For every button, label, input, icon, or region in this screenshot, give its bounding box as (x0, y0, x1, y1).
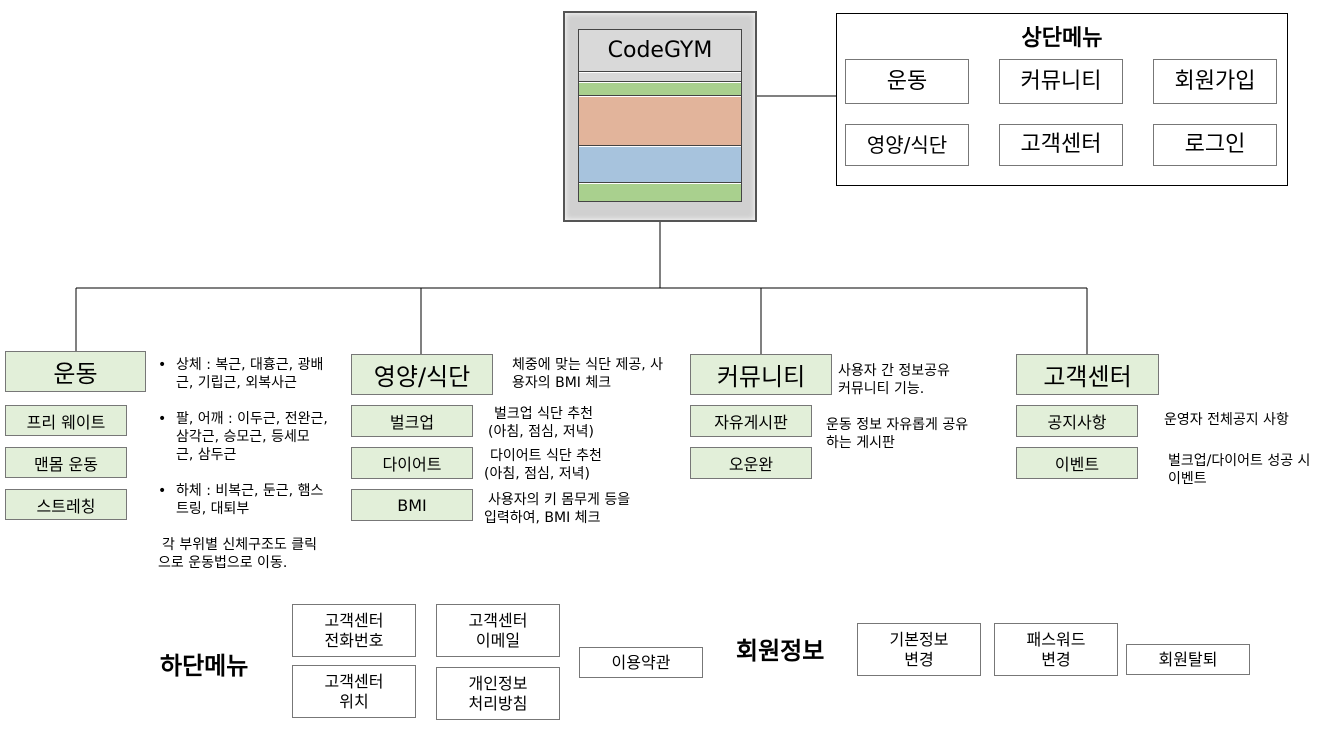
nutrition-bulkup-desc: 벌크업 식단 추천 (아침, 점심, 저녁) (488, 405, 594, 441)
box-line: 전화번호 (324, 630, 384, 650)
box-line: 이메일 (475, 630, 521, 650)
member-info-basic[interactable]: 기본정보 변경 (857, 623, 981, 676)
bottom-menu-title: 하단메뉴 (160, 652, 249, 680)
top-menu-login[interactable]: 로그인 (1153, 124, 1277, 166)
box-line: 기본정보 (889, 629, 949, 649)
nutrition-title-box[interactable]: 영양/식단 (351, 354, 493, 395)
nutrition-diet-desc: 다이어트 식단 추천 (아침, 점심, 저녁) (484, 447, 602, 483)
member-info-title: 회원정보 (736, 637, 825, 665)
nutrition-bulkup[interactable]: 벌크업 (351, 405, 473, 437)
bottom-menu-terms[interactable]: 이용약관 (579, 647, 703, 678)
desc-line: 벌크업 식단 추천 (494, 406, 594, 422)
note-line: 트링, 대퇴부 (176, 501, 250, 517)
note-line: 근, 기립근, 외복사근 (176, 375, 297, 391)
top-menu-signup[interactable]: 회원가입 (1153, 59, 1277, 104)
top-menu-community[interactable]: 커뮤니티 (999, 59, 1123, 104)
home-page-wireframe: CodeGYM (563, 11, 757, 222)
top-menu-exercise[interactable]: 운동 (845, 59, 969, 104)
note-line: 근, 삼두근 (176, 447, 237, 463)
home-page-inner: CodeGYM (578, 29, 742, 202)
community-desc: 사용자 간 정보공유 커뮤니티 기능. (838, 362, 950, 398)
member-info-withdraw[interactable]: 회원탈퇴 (1126, 644, 1250, 675)
desc-line: 입력하여, BMI 체크 (484, 510, 601, 526)
box-line: 변경 (1041, 649, 1071, 669)
box-line: 개인정보 (468, 673, 528, 693)
box-line: 처리방침 (468, 693, 528, 713)
nutrition-bmi-desc: 사용자의 키 몸무게 등을 입력하여, BMI 체크 (484, 491, 630, 527)
nutrition-bmi[interactable]: BMI (351, 489, 473, 521)
desc-line: (아침, 점심, 저녁) (484, 466, 591, 482)
bottom-menu-email[interactable]: 고객센터 이메일 (436, 604, 560, 657)
top-menu-title: 상단메뉴 (1021, 26, 1103, 51)
support-title-box[interactable]: 고객센터 (1016, 354, 1159, 395)
box-line: 고객센터 (324, 671, 384, 691)
desc-line: (아침, 점심, 저녁) (488, 424, 595, 440)
nutrition-desc: 체중에 맞는 식단 제공, 사 용자의 BMI 체크 (512, 356, 663, 392)
orange-band (579, 97, 741, 146)
exercise-note-arms: 팔, 어깨 : 이두근, 전완근, 삼각근, 승모근, 등세모 근, 삼두근 (158, 410, 328, 464)
box-line: 변경 (904, 649, 934, 669)
note-line: 각 부위별 신체구조도 클릭 (162, 537, 318, 553)
note-line: 하체 : 비복근, 둔근, 햄스 (176, 483, 324, 499)
support-event-desc: 벌크업/다이어트 성공 시 이벤트 (1168, 452, 1334, 488)
desc-line: 이벤트 (1168, 471, 1207, 487)
blue-band (579, 147, 741, 183)
box-line: 회원탈퇴 (1158, 649, 1218, 669)
desc-line: 운동 정보 자유롭게 공유 (826, 417, 969, 433)
community-free-board-desc: 운동 정보 자유롭게 공유 하는 게시판 (826, 416, 968, 452)
desc-line: 용자의 BMI 체크 (512, 375, 612, 391)
note-line: 으로 운동법으로 이동. (158, 555, 288, 571)
support-notice[interactable]: 공지사항 (1016, 405, 1138, 437)
support-notice-desc: 운영자 전체공지 사항 (1164, 411, 1289, 429)
logo-header: CodeGYM (579, 30, 741, 72)
support-event[interactable]: 이벤트 (1016, 447, 1138, 479)
footer-band (579, 184, 741, 201)
box-line: 고객센터 (324, 610, 384, 630)
desc-line: 사용자 간 정보공유 (838, 363, 950, 379)
box-line: 패스워드 (1026, 629, 1086, 649)
note-line: 삼각근, 승모근, 등세모 (176, 429, 310, 445)
top-menu-support[interactable]: 고객센터 (999, 124, 1123, 166)
note-line: 상체 : 복근, 대흉근, 광배 (176, 357, 324, 373)
box-line: 고객센터 (468, 610, 528, 630)
desc-line: 체중에 맞는 식단 제공, 사 (512, 357, 664, 373)
bottom-menu-location[interactable]: 고객센터 위치 (292, 665, 416, 718)
desc-line: 벌크업/다이어트 성공 시 (1168, 453, 1311, 469)
desc-line: 하는 게시판 (826, 435, 895, 451)
note-line: 팔, 어깨 : 이두근, 전완근, (176, 411, 328, 427)
box-line: 위치 (339, 691, 369, 711)
exercise-bodyweight[interactable]: 맨몸 운동 (5, 447, 127, 478)
exercise-footer-note: 각 부위별 신체구조도 클릭 으로 운동법으로 이동. (158, 536, 317, 572)
nutrition-diet[interactable]: 다이어트 (351, 447, 473, 479)
exercise-stretching[interactable]: 스트레칭 (5, 489, 127, 520)
desc-line: 사용자의 키 몸무게 등을 (488, 492, 631, 508)
exercise-title-box[interactable]: 운동 (5, 351, 146, 392)
community-title-box[interactable]: 커뮤니티 (690, 354, 832, 395)
exercise-free-weight[interactable]: 프리 웨이트 (5, 405, 127, 436)
member-info-password[interactable]: 패스워드 변경 (994, 623, 1118, 676)
top-menu-panel: 상단메뉴 운동 커뮤니티 회원가입 영양/식단 고객센터 로그인 (836, 13, 1288, 186)
logo-text: CodeGYM (607, 38, 713, 63)
community-free-board[interactable]: 자유게시판 (690, 405, 812, 437)
desc-line: 운영자 전체공지 사항 (1164, 412, 1289, 428)
bottom-menu-privacy[interactable]: 개인정보 처리방침 (436, 667, 560, 720)
bottom-menu-phone[interactable]: 고객센터 전화번호 (292, 604, 416, 657)
exercise-note-lower: 하체 : 비복근, 둔근, 햄스 트링, 대퇴부 (158, 482, 324, 518)
desc-line: 다이어트 식단 추천 (490, 448, 602, 464)
community-oww[interactable]: 오운완 (690, 447, 812, 479)
top-menu-nutrition[interactable]: 영양/식단 (845, 124, 969, 166)
nav-band (579, 73, 741, 82)
exercise-note-upper: 상체 : 복근, 대흉근, 광배 근, 기립근, 외복사근 (158, 356, 324, 392)
desc-line: 커뮤니티 기능. (838, 381, 925, 397)
box-line: 이용약관 (611, 652, 671, 672)
green-band (579, 83, 741, 96)
